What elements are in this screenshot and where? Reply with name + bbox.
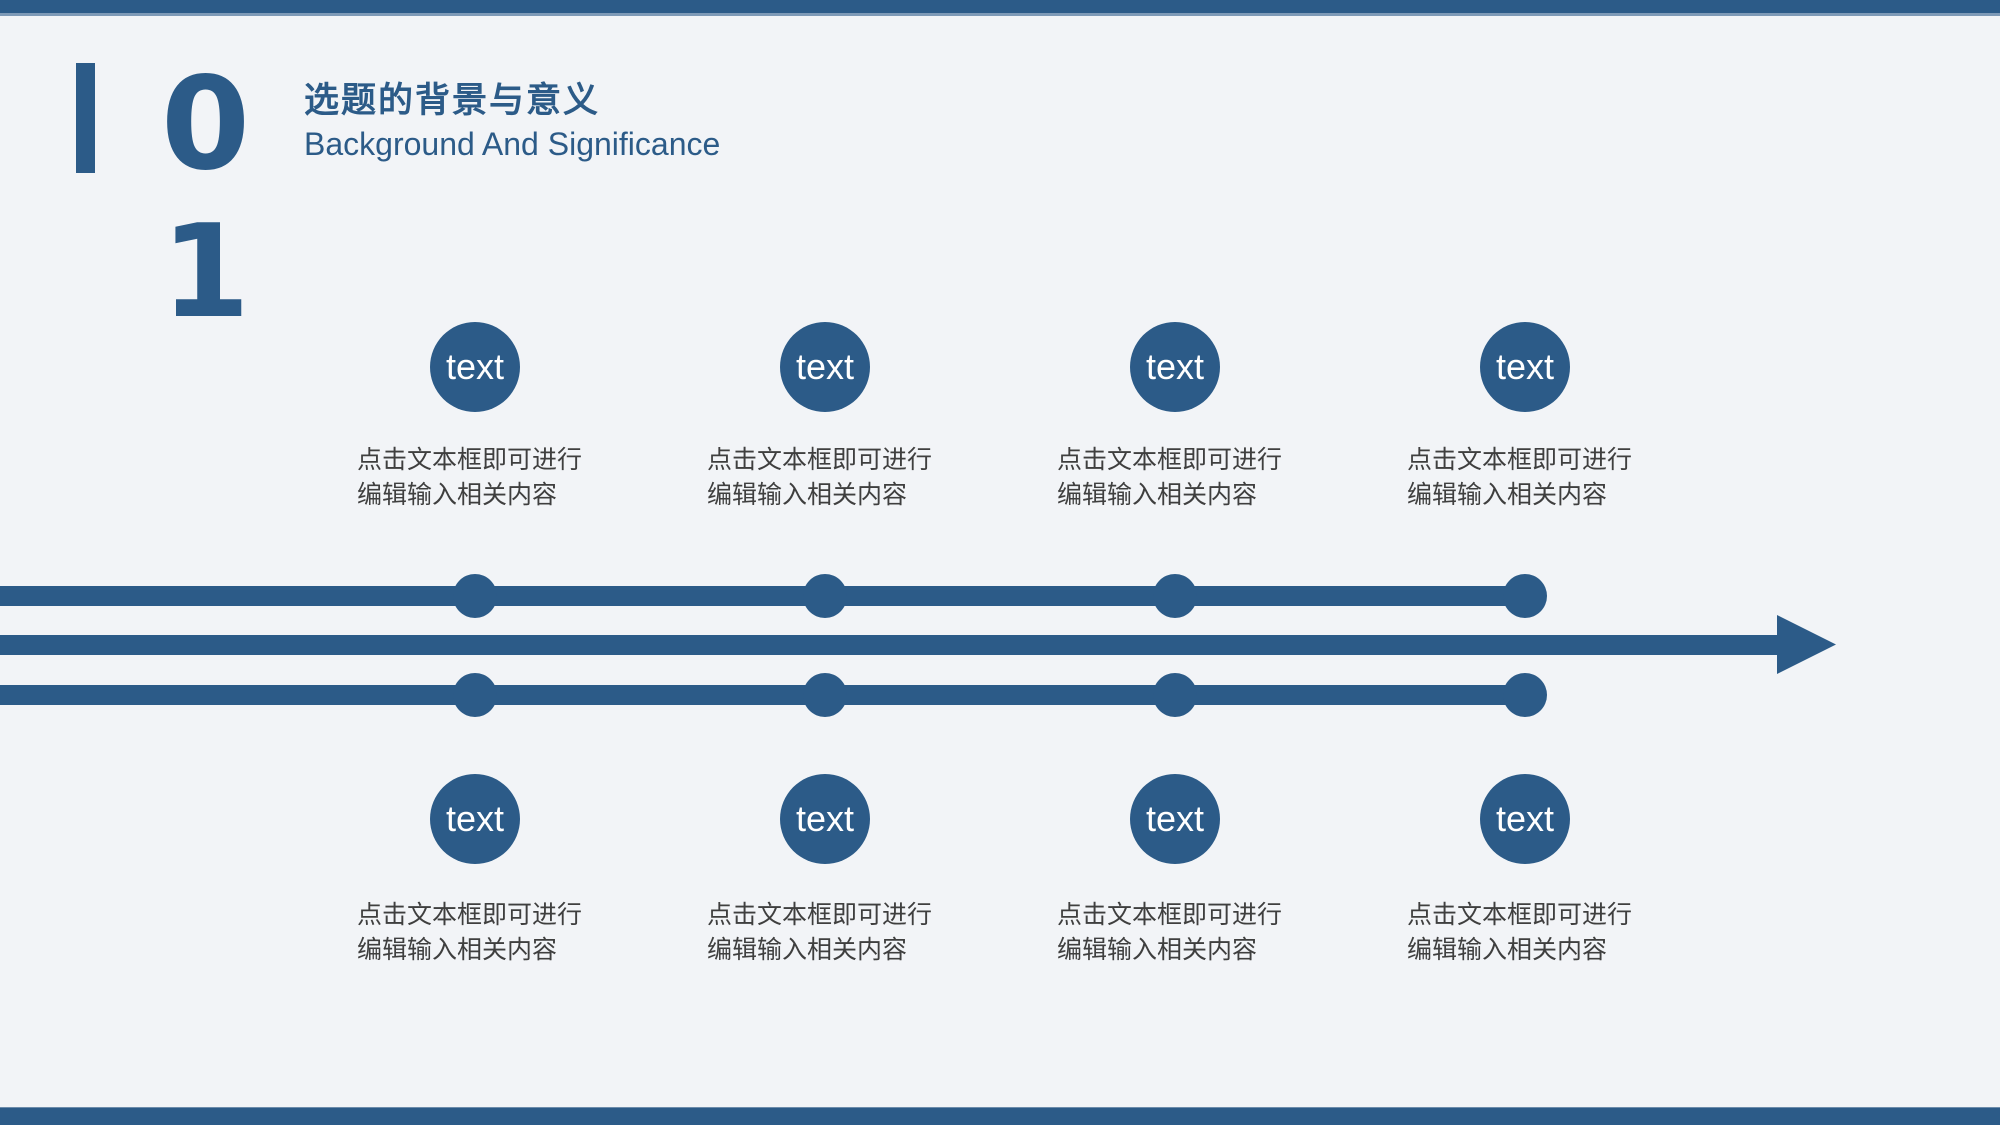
badge-label: text [1495, 798, 1555, 839]
timeline-middle-line [0, 635, 1780, 655]
bottom-accent-bar [0, 1107, 2000, 1125]
timeline-item-bottom-3: text 点击文本框即可进行 编辑输入相关内容 [1055, 774, 1295, 968]
text-badge[interactable]: text [780, 322, 870, 412]
timeline-dot [1503, 574, 1547, 618]
timeline-item-top-2: text 点击文本框即可进行 编辑输入相关内容 [705, 322, 945, 513]
arrow-head-icon [1777, 615, 1836, 674]
placeholder-text-box[interactable]: 点击文本框即可进行 编辑输入相关内容 [705, 443, 945, 513]
timeline-dot [1153, 673, 1197, 717]
placeholder-line-1: 点击文本框即可进行 [707, 446, 933, 474]
placeholder-text-box[interactable]: 点击文本框即可进行 编辑输入相关内容 [1405, 443, 1645, 513]
timeline-dot [1503, 673, 1547, 717]
badge-label: text [445, 346, 505, 387]
timeline-dot [803, 574, 847, 618]
text-badge[interactable]: text [1130, 322, 1220, 412]
placeholder-text-box[interactable]: 点击文本框即可进行 编辑输入相关内容 [1055, 898, 1295, 968]
timeline-item-bottom-1: text 点击文本框即可进行 编辑输入相关内容 [355, 774, 595, 968]
badge-label: text [445, 798, 505, 839]
text-badge[interactable]: text [1480, 322, 1570, 412]
timeline-item-bottom-4: text 点击文本框即可进行 编辑输入相关内容 [1405, 774, 1645, 968]
timeline-top-line [0, 586, 1525, 606]
timeline-item-top-3: text 点击文本框即可进行 编辑输入相关内容 [1055, 322, 1295, 513]
placeholder-text-box[interactable]: 点击文本框即可进行 编辑输入相关内容 [1055, 443, 1295, 513]
text-badge[interactable]: text [430, 322, 520, 412]
top-accent-bar [0, 0, 2000, 16]
badge-label: text [1495, 346, 1555, 387]
badge-label: text [795, 798, 855, 839]
timeline-dot [453, 574, 497, 618]
placeholder-text-box[interactable]: 点击文本框即可进行 编辑输入相关内容 [1405, 898, 1645, 968]
placeholder-text-box[interactable]: 点击文本框即可进行 编辑输入相关内容 [705, 898, 945, 968]
placeholder-line-1: 点击文本框即可进行 [357, 901, 583, 929]
timeline-bottom-line [0, 685, 1525, 705]
placeholder-line-1: 点击文本框即可进行 [1057, 446, 1283, 474]
timeline-item-top-4: text 点击文本框即可进行 编辑输入相关内容 [1405, 322, 1645, 513]
section-number-rule [76, 63, 95, 173]
text-badge[interactable]: text [1480, 774, 1570, 864]
timeline-dot [803, 673, 847, 717]
placeholder-line-2: 编辑输入相关内容 [1057, 481, 1258, 509]
text-badge[interactable]: text [430, 774, 520, 864]
placeholder-line-1: 点击文本框即可进行 [1407, 446, 1633, 474]
placeholder-line-1: 点击文本框即可进行 [1057, 901, 1283, 929]
timeline-dot [1153, 574, 1197, 618]
placeholder-line-2: 编辑输入相关内容 [1057, 936, 1258, 964]
placeholder-line-1: 点击文本框即可进行 [357, 446, 583, 474]
badge-label: text [795, 346, 855, 387]
badge-label: text [1145, 798, 1205, 839]
timeline-dot [453, 673, 497, 717]
placeholder-line-1: 点击文本框即可进行 [707, 901, 933, 929]
placeholder-line-2: 编辑输入相关内容 [357, 936, 558, 964]
page-title: 选题的背景与意义 [304, 81, 601, 120]
placeholder-line-1: 点击文本框即可进行 [1407, 901, 1633, 929]
placeholder-line-2: 编辑输入相关内容 [1407, 936, 1608, 964]
placeholder-line-2: 编辑输入相关内容 [357, 481, 558, 509]
timeline-item-bottom-2: text 点击文本框即可进行 编辑输入相关内容 [705, 774, 945, 968]
placeholder-text-box[interactable]: 点击文本框即可进行 编辑输入相关内容 [355, 443, 595, 513]
title-block: 选题的背景与意义 Background And Significance [304, 78, 720, 164]
placeholder-line-2: 编辑输入相关内容 [707, 936, 908, 964]
placeholder-text-box[interactable]: 点击文本框即可进行 编辑输入相关内容 [355, 898, 595, 968]
placeholder-line-2: 编辑输入相关内容 [707, 481, 908, 509]
placeholder-line-2: 编辑输入相关内容 [1407, 481, 1608, 509]
text-badge[interactable]: text [1130, 774, 1220, 864]
text-badge[interactable]: text [780, 774, 870, 864]
section-number: 0 1 [160, 50, 251, 347]
timeline-item-top-1: text 点击文本框即可进行 编辑输入相关内容 [355, 322, 595, 513]
page-subtitle: Background And Significance [304, 126, 721, 162]
badge-label: text [1145, 346, 1205, 387]
